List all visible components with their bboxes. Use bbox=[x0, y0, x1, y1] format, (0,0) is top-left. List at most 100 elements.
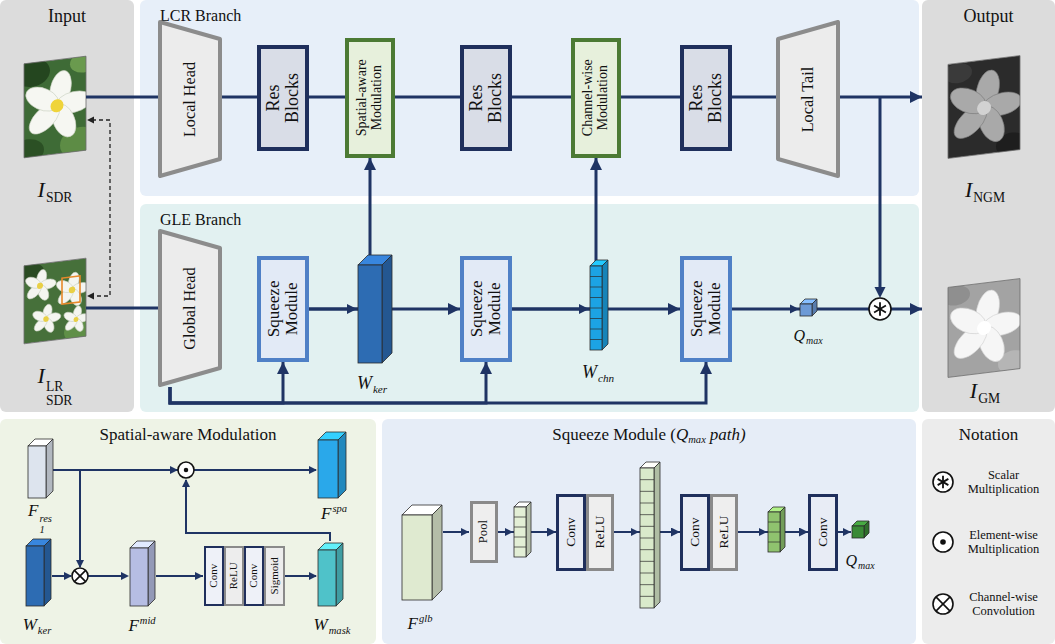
tensor-side bbox=[602, 260, 608, 350]
tensor-segment bbox=[640, 514, 654, 515]
conv-box: Conv bbox=[244, 546, 264, 606]
tensor-segment bbox=[640, 479, 654, 480]
wire bbox=[92, 120, 110, 296]
conv-box: Conv bbox=[680, 494, 710, 571]
math-base: W bbox=[314, 615, 328, 634]
tensor-segment bbox=[640, 503, 654, 504]
tensor-front bbox=[640, 468, 654, 608]
tensor-side bbox=[338, 432, 346, 498]
math-label: Wchn bbox=[582, 362, 614, 385]
tensor-segment bbox=[640, 549, 654, 550]
flower-centre bbox=[37, 282, 43, 289]
math-base: F bbox=[128, 616, 138, 635]
flower-centre bbox=[977, 100, 991, 116]
tensor bbox=[590, 260, 608, 350]
wire bbox=[86, 96, 134, 99]
crop-box bbox=[62, 276, 80, 304]
petal bbox=[62, 310, 78, 323]
block-label: Sigmoid bbox=[269, 550, 281, 602]
tensor-segment bbox=[768, 542, 780, 543]
tensor-front bbox=[768, 512, 780, 552]
arrow-head bbox=[195, 572, 203, 580]
math-subscript: SDR bbox=[46, 395, 73, 409]
operator-circle bbox=[933, 532, 953, 552]
tensor-front bbox=[358, 265, 382, 363]
panel-title: LCR Branch bbox=[160, 7, 241, 24]
arrow-head bbox=[505, 528, 513, 536]
block-label: Global Head bbox=[182, 252, 199, 364]
tensor-segment bbox=[768, 532, 780, 533]
tensor-segment bbox=[590, 339, 602, 340]
operator-circle bbox=[933, 472, 953, 492]
tensor-segment bbox=[640, 526, 654, 527]
wire bbox=[194, 469, 316, 471]
connector bbox=[222, 96, 257, 99]
photo bbox=[16, 255, 96, 351]
squeeze-block: Squeeze Module bbox=[257, 256, 309, 362]
block-label: Local Head bbox=[182, 43, 199, 155]
connector bbox=[134, 307, 158, 310]
block-label: ReLU bbox=[228, 550, 240, 602]
math-label: Fspa bbox=[321, 503, 347, 525]
photo-frame bbox=[948, 56, 1020, 159]
block-label: Res Blocks bbox=[467, 67, 505, 129]
tensor-segment bbox=[640, 491, 654, 492]
connector bbox=[621, 96, 680, 99]
math-base: I bbox=[38, 177, 45, 202]
math-subscript: SDR bbox=[46, 190, 73, 205]
block-label: Conv bbox=[248, 550, 260, 602]
tensor-front bbox=[26, 546, 44, 606]
panel-title: GLE Branch bbox=[160, 211, 241, 228]
tensor bbox=[358, 255, 392, 363]
photo bbox=[942, 276, 1030, 383]
arrow-head bbox=[875, 287, 886, 298]
arrow-head bbox=[87, 293, 94, 300]
legend-symbol bbox=[930, 529, 956, 555]
legend-row: Channel-wise Convolution bbox=[922, 581, 1055, 627]
operator-circle bbox=[178, 462, 194, 478]
tensor-front bbox=[590, 266, 602, 350]
panel-title: path) bbox=[710, 425, 746, 444]
photo-blob bbox=[24, 137, 44, 157]
tensor bbox=[28, 439, 53, 498]
math-base: F bbox=[408, 614, 418, 633]
block-label: Spatial-aware Modulation bbox=[355, 48, 384, 148]
block-label: Squeeze Module bbox=[265, 274, 301, 344]
tensor-segment bbox=[514, 517, 526, 518]
head-block: Local Head bbox=[158, 20, 222, 178]
tensor-side bbox=[432, 505, 442, 600]
arrow-head bbox=[461, 528, 469, 536]
tensor-front bbox=[318, 440, 338, 498]
math-base: W bbox=[582, 362, 597, 382]
operator-stroke bbox=[74, 570, 85, 581]
block-label: Conv bbox=[816, 499, 830, 566]
tensor-side bbox=[46, 439, 53, 498]
conv-box: Conv bbox=[556, 494, 586, 571]
tensor-front bbox=[852, 526, 864, 538]
math-label: ILRSDR bbox=[38, 363, 73, 409]
panel-heading: LCR Branch bbox=[160, 6, 241, 25]
tensor bbox=[318, 432, 346, 498]
panel-title: Output bbox=[963, 6, 1013, 26]
arrow-head bbox=[631, 528, 639, 536]
block-label: Conv bbox=[688, 499, 702, 566]
wire bbox=[49, 469, 178, 471]
math-base: W bbox=[357, 373, 372, 393]
math-label: Qmax bbox=[845, 551, 874, 572]
arrow-head bbox=[170, 466, 178, 474]
legend-text: Scalar Multiplication bbox=[956, 468, 1055, 497]
arrow-head bbox=[76, 560, 84, 568]
res-block: Res Blocks bbox=[257, 45, 309, 151]
operator-circle bbox=[869, 298, 891, 320]
photo-blob bbox=[948, 61, 972, 84]
panel-heading: Output bbox=[922, 6, 1055, 28]
legend-symbol bbox=[930, 469, 956, 495]
tensor-side bbox=[336, 543, 343, 606]
arrow-head bbox=[790, 305, 799, 314]
trapezoid-shape bbox=[160, 22, 220, 176]
math-label: Wker bbox=[23, 615, 52, 637]
math-subscript: max bbox=[858, 561, 875, 572]
legend-symbol bbox=[930, 591, 956, 617]
math-base: W bbox=[23, 615, 37, 634]
